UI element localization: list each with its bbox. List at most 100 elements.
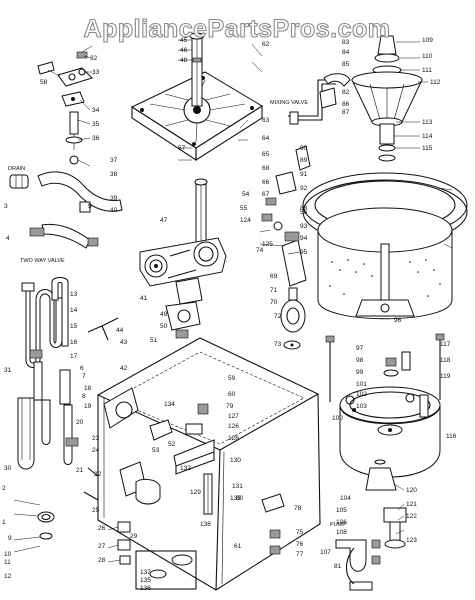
callout-120: 120 — [406, 487, 417, 494]
callout-43: 43 — [120, 339, 128, 346]
callout-19: 19 — [84, 403, 92, 410]
callout-89: 89 — [300, 157, 308, 164]
callout-76: 76 — [296, 541, 304, 548]
callout-13: 13 — [70, 291, 78, 298]
callout-86: 86 — [342, 101, 350, 108]
callout-131: 131 — [232, 483, 243, 490]
callout-79: 79 — [226, 403, 234, 410]
callout-36: 36 — [92, 135, 100, 142]
callout-49: 49 — [160, 311, 168, 318]
callout-97: 97 — [356, 345, 364, 352]
callout-137: 137 — [140, 569, 151, 576]
callout-23: 23 — [92, 435, 100, 442]
callout-78: 78 — [294, 505, 302, 512]
callout-124: 124 — [240, 217, 251, 224]
callout-33: 33 — [92, 69, 100, 76]
callout-10: 10 — [4, 551, 12, 558]
callout-3: 3 — [4, 203, 8, 210]
callout-15: 15 — [70, 323, 78, 330]
callout-41: 41 — [140, 295, 148, 302]
pump-assembly — [335, 507, 407, 591]
callout-5: 5 — [88, 203, 92, 210]
callout-134: 134 — [164, 401, 175, 408]
callout-96: 96 — [394, 317, 402, 324]
callout-113: 113 — [422, 119, 433, 126]
callout-32: 32 — [90, 55, 98, 62]
callout-57: 57 — [178, 145, 186, 152]
callout-80: 80 — [236, 495, 244, 502]
callout-numbers: 1 2 3 4 5 6 7 8 9 10 11 12 13 14 15 16 1… — [2, 37, 457, 592]
basket-perforations — [329, 259, 441, 297]
callout-45: 45 — [180, 37, 188, 44]
callout-34: 34 — [92, 107, 100, 114]
callout-27: 27 — [98, 543, 106, 550]
callout-65: 65 — [262, 151, 270, 158]
callout-9: 9 — [8, 535, 12, 542]
callout-leader-lines — [47, 39, 453, 563]
callout-118: 118 — [440, 357, 451, 364]
caption-pump: PUMP — [330, 522, 346, 528]
callout-44: 44 — [116, 327, 124, 334]
callout-8: 8 — [82, 393, 86, 400]
caption-drain: DRAIN — [8, 166, 25, 172]
callout-116: 116 — [446, 433, 457, 440]
callout-82: 82 — [342, 89, 350, 96]
callout-17: 17 — [70, 353, 78, 360]
callout-106: 106 — [336, 519, 347, 526]
callout-16: 16 — [70, 339, 78, 346]
tub-ring-and-basket — [302, 172, 468, 320]
callout-108: 108 — [336, 529, 347, 536]
callout-48: 48 — [180, 57, 188, 64]
callout-20: 20 — [76, 419, 84, 426]
callout-24: 24 — [92, 447, 100, 454]
callout-129: 129 — [190, 489, 201, 496]
callout-47: 47 — [160, 217, 168, 224]
callout-59: 59 — [228, 375, 236, 382]
callout-38: 38 — [110, 171, 118, 178]
callout-109: 109 — [422, 37, 433, 44]
caption-mixing-valve: MIXING VALVE — [270, 100, 308, 106]
callout-112: 112 — [430, 79, 441, 86]
callout-125: 125 — [262, 241, 273, 248]
callout-119: 119 — [440, 373, 451, 380]
callout-91: 91 — [300, 171, 308, 178]
callout-42: 42 — [120, 365, 128, 372]
callout-81: 81 — [334, 563, 342, 570]
callout-4: 4 — [6, 235, 10, 242]
callout-62: 62 — [262, 41, 270, 48]
callout-95: 95 — [300, 249, 308, 256]
callout-111: 111 — [422, 67, 432, 74]
outer-tub — [339, 351, 441, 491]
callout-72: 72 — [274, 313, 282, 320]
callout-46: 46 — [180, 47, 188, 54]
callout-64: 64 — [262, 135, 270, 142]
callout-55: 55 — [240, 205, 248, 212]
callout-99: 99 — [356, 369, 364, 376]
callout-107: 107 — [320, 549, 331, 556]
callout-123: 123 — [406, 537, 417, 544]
drain-hose-assembly — [9, 171, 123, 249]
callout-53: 53 — [152, 447, 160, 454]
callout-1: 1 — [2, 519, 6, 526]
callout-68: 68 — [262, 165, 270, 172]
callout-77: 77 — [296, 551, 304, 558]
callout-93: 93 — [300, 223, 308, 230]
callout-25: 25 — [92, 507, 100, 514]
callout-114: 114 — [422, 133, 433, 140]
callout-40: 40 — [110, 207, 118, 214]
callout-21: 21 — [76, 467, 84, 474]
callout-14: 14 — [70, 307, 78, 314]
callout-71: 71 — [270, 287, 278, 294]
callout-7: 7 — [82, 373, 86, 380]
callout-127: 127 — [228, 413, 239, 420]
callout-54: 54 — [242, 191, 250, 198]
motor-assembly — [280, 231, 307, 350]
callout-103: 103 — [356, 403, 367, 410]
callout-122: 122 — [406, 513, 417, 520]
callout-31: 31 — [4, 367, 12, 374]
callout-84: 84 — [342, 49, 350, 56]
callout-136: 136 — [140, 585, 151, 592]
lower-left-clamps — [13, 499, 55, 553]
callout-39: 39 — [110, 195, 118, 202]
